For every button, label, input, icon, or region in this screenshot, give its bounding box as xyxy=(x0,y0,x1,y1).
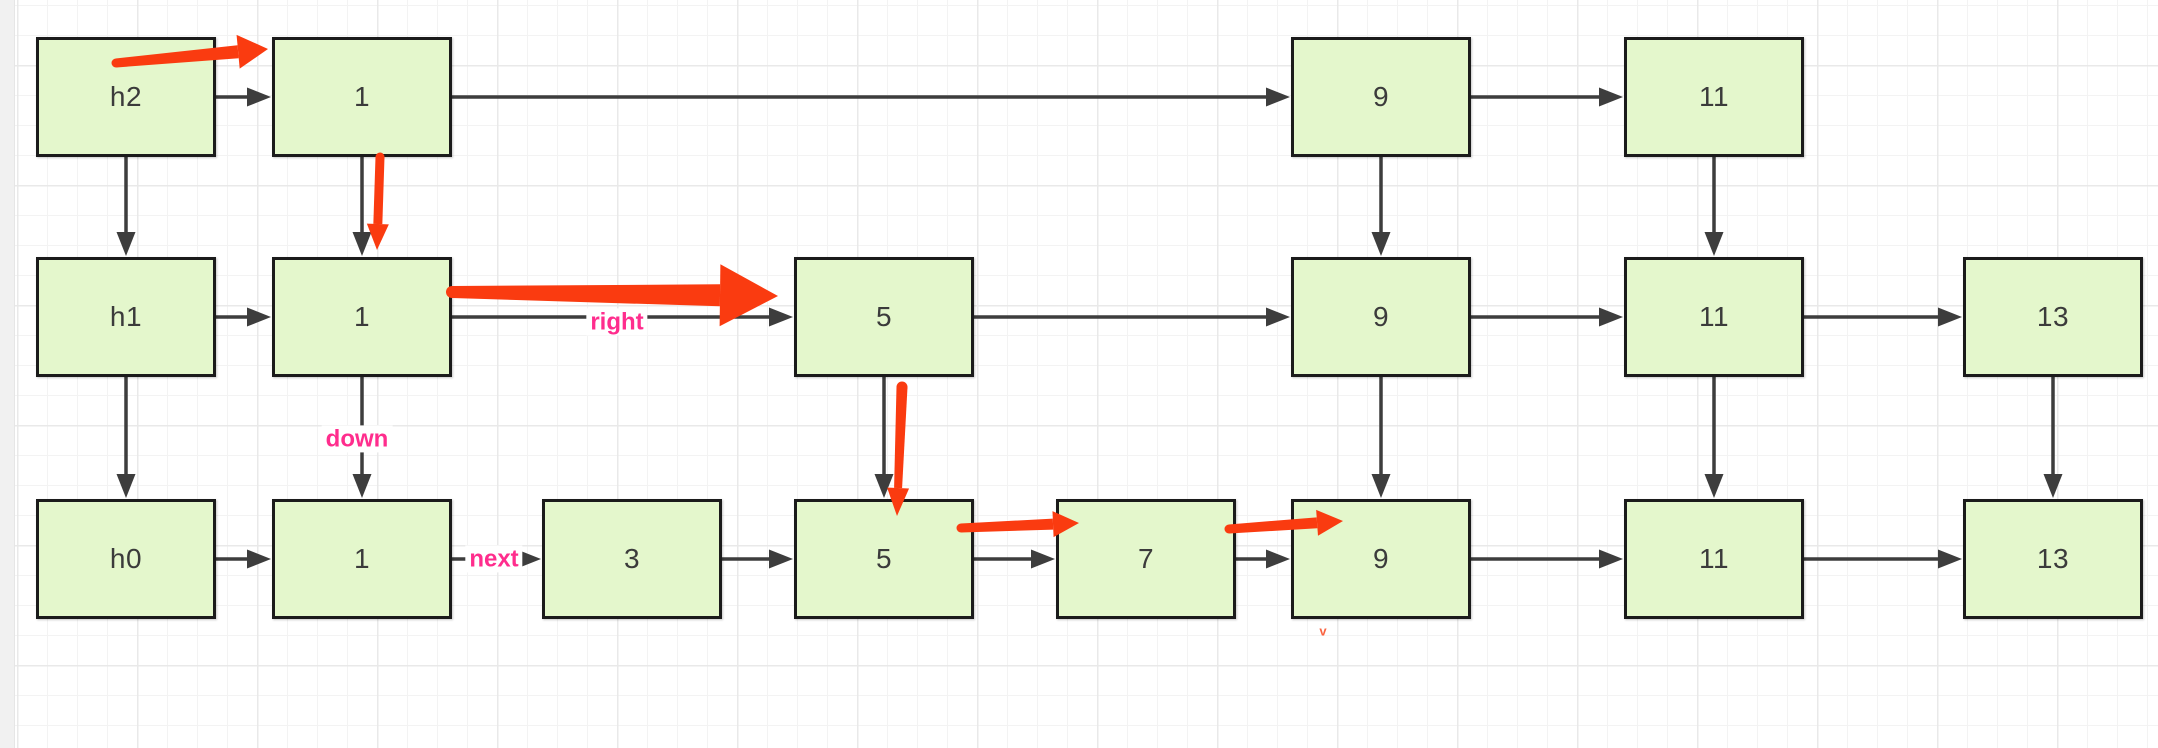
node-l2-1[interactable]: 1 xyxy=(272,37,452,157)
edge-label-down[interactable]: down xyxy=(321,425,393,453)
node-label-l1-11: 11 xyxy=(1698,301,1730,332)
annotation-trace-h2-to-1 xyxy=(111,34,268,69)
node-label-l1-5: 5 xyxy=(875,301,893,332)
edge-l2-11-l1-11[interactable] xyxy=(1704,157,1724,256)
edge-h2-l2-1[interactable] xyxy=(216,87,271,107)
edge-l2-1-l1-1[interactable] xyxy=(352,157,372,256)
edge-l1-5-l0-5[interactable] xyxy=(874,377,894,498)
node-label-h2: h2 xyxy=(109,81,143,112)
edge-l2-9-l2-11[interactable] xyxy=(1471,87,1623,107)
node-label-l0-5: 5 xyxy=(875,543,893,574)
node-l1-11[interactable]: 11 xyxy=(1624,257,1804,377)
node-label-l1-9: 9 xyxy=(1372,301,1390,332)
node-label-l0-13: 13 xyxy=(2036,543,2070,574)
edge-label-right[interactable]: right xyxy=(586,308,648,336)
node-label-l1-1: 1 xyxy=(353,301,371,332)
annotation-trace-7-to-9 xyxy=(1224,509,1343,536)
node-l0-5[interactable]: 5 xyxy=(794,499,974,619)
node-h0[interactable]: h0 xyxy=(36,499,216,619)
edge-l0-5-l0-7[interactable] xyxy=(974,549,1055,569)
annotation-check-mark: v xyxy=(1319,623,1327,639)
edge-l0-7-l0-9[interactable] xyxy=(1236,549,1290,569)
node-label-l2-9: 9 xyxy=(1372,81,1390,112)
edge-label-next[interactable]: next xyxy=(465,545,523,573)
node-label-l1-13: 13 xyxy=(2036,301,2070,332)
edge-h1-h0[interactable] xyxy=(116,377,136,498)
edge-l2-9-l1-9[interactable] xyxy=(1371,157,1391,256)
node-l0-13[interactable]: 13 xyxy=(1963,499,2143,619)
edge-l0-9-l0-11[interactable] xyxy=(1471,549,1623,569)
edge-h2-h1[interactable] xyxy=(116,157,136,256)
node-label-h0: h0 xyxy=(109,543,143,574)
canvas-left-margin xyxy=(0,0,15,748)
annotation-trace-5-to-7 xyxy=(956,511,1079,538)
node-l2-9[interactable]: 9 xyxy=(1291,37,1471,157)
node-l1-13[interactable]: 13 xyxy=(1963,257,2143,377)
edge-l0-11-l0-13[interactable] xyxy=(1804,549,1962,569)
node-l0-7[interactable]: 7 xyxy=(1056,499,1236,619)
node-l1-5[interactable]: 5 xyxy=(794,257,974,377)
node-l0-3[interactable]: 3 xyxy=(542,499,722,619)
edge-l1-9-l1-11[interactable] xyxy=(1471,307,1623,327)
node-l0-11[interactable]: 11 xyxy=(1624,499,1804,619)
edge-h1-l1-1[interactable] xyxy=(216,307,271,327)
node-l2-11[interactable]: 11 xyxy=(1624,37,1804,157)
node-label-l2-11: 11 xyxy=(1698,81,1730,112)
edge-l1-5-l1-9[interactable] xyxy=(974,307,1290,327)
edge-l1-13-l0-13[interactable] xyxy=(2043,377,2063,498)
edge-h0-l0-1[interactable] xyxy=(216,549,271,569)
node-label-l0-11: 11 xyxy=(1698,543,1730,574)
node-label-l0-9: 9 xyxy=(1372,543,1390,574)
edge-l1-9-l0-9[interactable] xyxy=(1371,377,1391,498)
edge-l1-11-l1-13[interactable] xyxy=(1804,307,1962,327)
node-label-h1: h1 xyxy=(109,301,143,332)
node-label-l2-1: 1 xyxy=(353,81,371,112)
node-l1-9[interactable]: 9 xyxy=(1291,257,1471,377)
node-label-l0-3: 3 xyxy=(623,543,641,574)
annotation-trace-1-down-to-l1 xyxy=(366,152,389,250)
node-l1-1[interactable]: 1 xyxy=(272,257,452,377)
edge-l1-11-l0-11[interactable] xyxy=(1704,377,1724,498)
edge-l2-1-l2-9[interactable] xyxy=(452,87,1290,107)
node-label-l0-7: 7 xyxy=(1137,543,1155,574)
annotation-trace-5-down-to-l0 xyxy=(887,381,910,516)
node-l0-1[interactable]: 1 xyxy=(272,499,452,619)
node-label-l0-1: 1 xyxy=(353,543,371,574)
annotation-trace-1-to-5-right xyxy=(446,264,778,327)
node-h1[interactable]: h1 xyxy=(36,257,216,377)
edge-l0-3-l0-5[interactable] xyxy=(722,549,793,569)
